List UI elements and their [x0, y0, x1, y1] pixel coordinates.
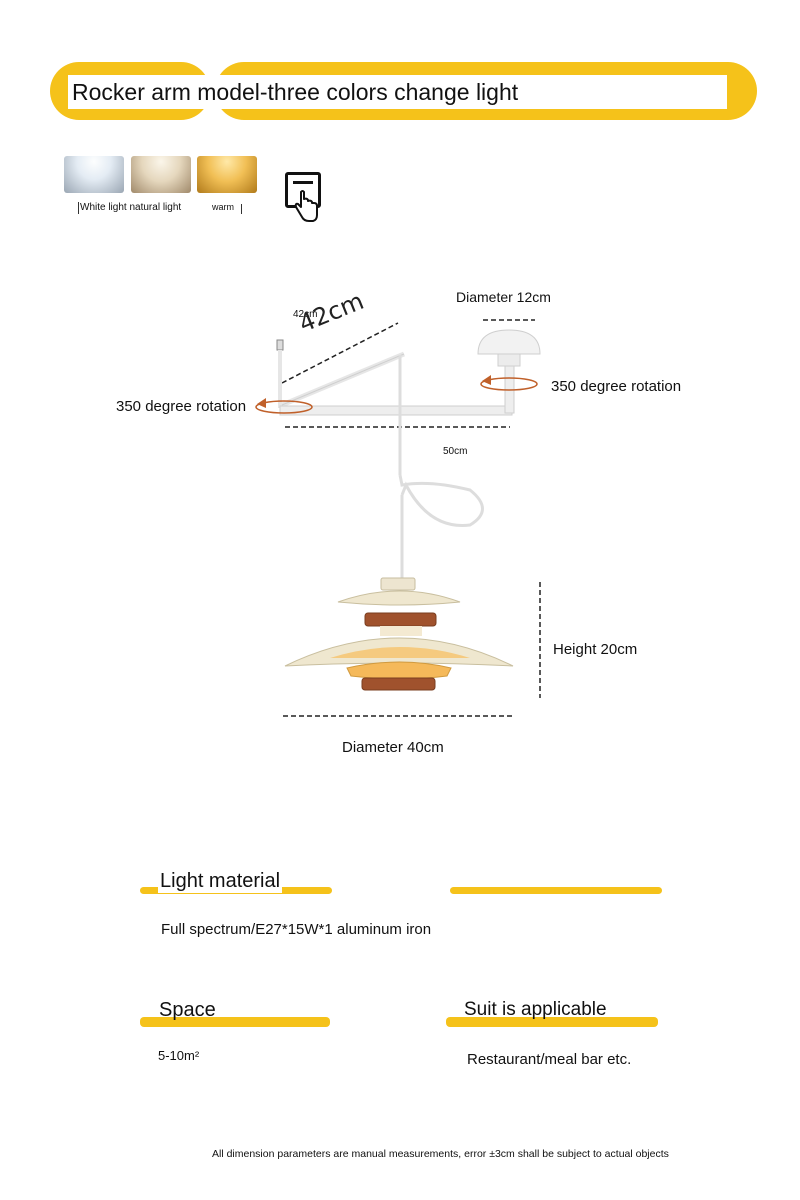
- space-text: 5-10m²: [158, 1048, 200, 1063]
- swatch-caption-white-natural: White light natural light: [80, 202, 182, 213]
- warm-light-swatch: [197, 156, 257, 193]
- yellow-underline: [446, 1017, 658, 1027]
- suit-title: Suit is applicable: [464, 999, 607, 1020]
- yellow-underline: [140, 1017, 330, 1027]
- pointing-hand-icon: [294, 190, 318, 222]
- right-rotation-label: 350 degree rotation: [551, 378, 682, 395]
- divider: [241, 204, 242, 214]
- swatch-caption-warm: warm: [212, 202, 234, 212]
- canopy-diameter-label: Diameter 12cm: [456, 289, 551, 305]
- page-title: Rocker arm model-three colors change lig…: [68, 75, 727, 109]
- yellow-underline: [450, 887, 662, 894]
- lamp-diameter-label: Diameter 40cm: [342, 739, 444, 756]
- light-material-text: Full spectrum/E27*15W*1 aluminum iron: [161, 921, 432, 938]
- lamp-height-label: Height 20cm: [553, 641, 638, 658]
- lamp-dimension-diagram: [255, 319, 541, 717]
- divider: [78, 202, 79, 214]
- white-light-swatch: [64, 156, 124, 193]
- suit-text: Restaurant/meal bar etc.: [467, 1051, 632, 1068]
- natural-light-swatch: [131, 156, 191, 193]
- arm-length-label: 42cm: [293, 309, 318, 320]
- light-material-title: Light material: [158, 870, 283, 893]
- footnote: All dimension parameters are manual meas…: [212, 1148, 669, 1160]
- space-title: Space: [159, 999, 216, 1021]
- arm-span-label: 50cm: [443, 446, 468, 457]
- left-rotation-label: 350 degree rotation: [116, 398, 247, 415]
